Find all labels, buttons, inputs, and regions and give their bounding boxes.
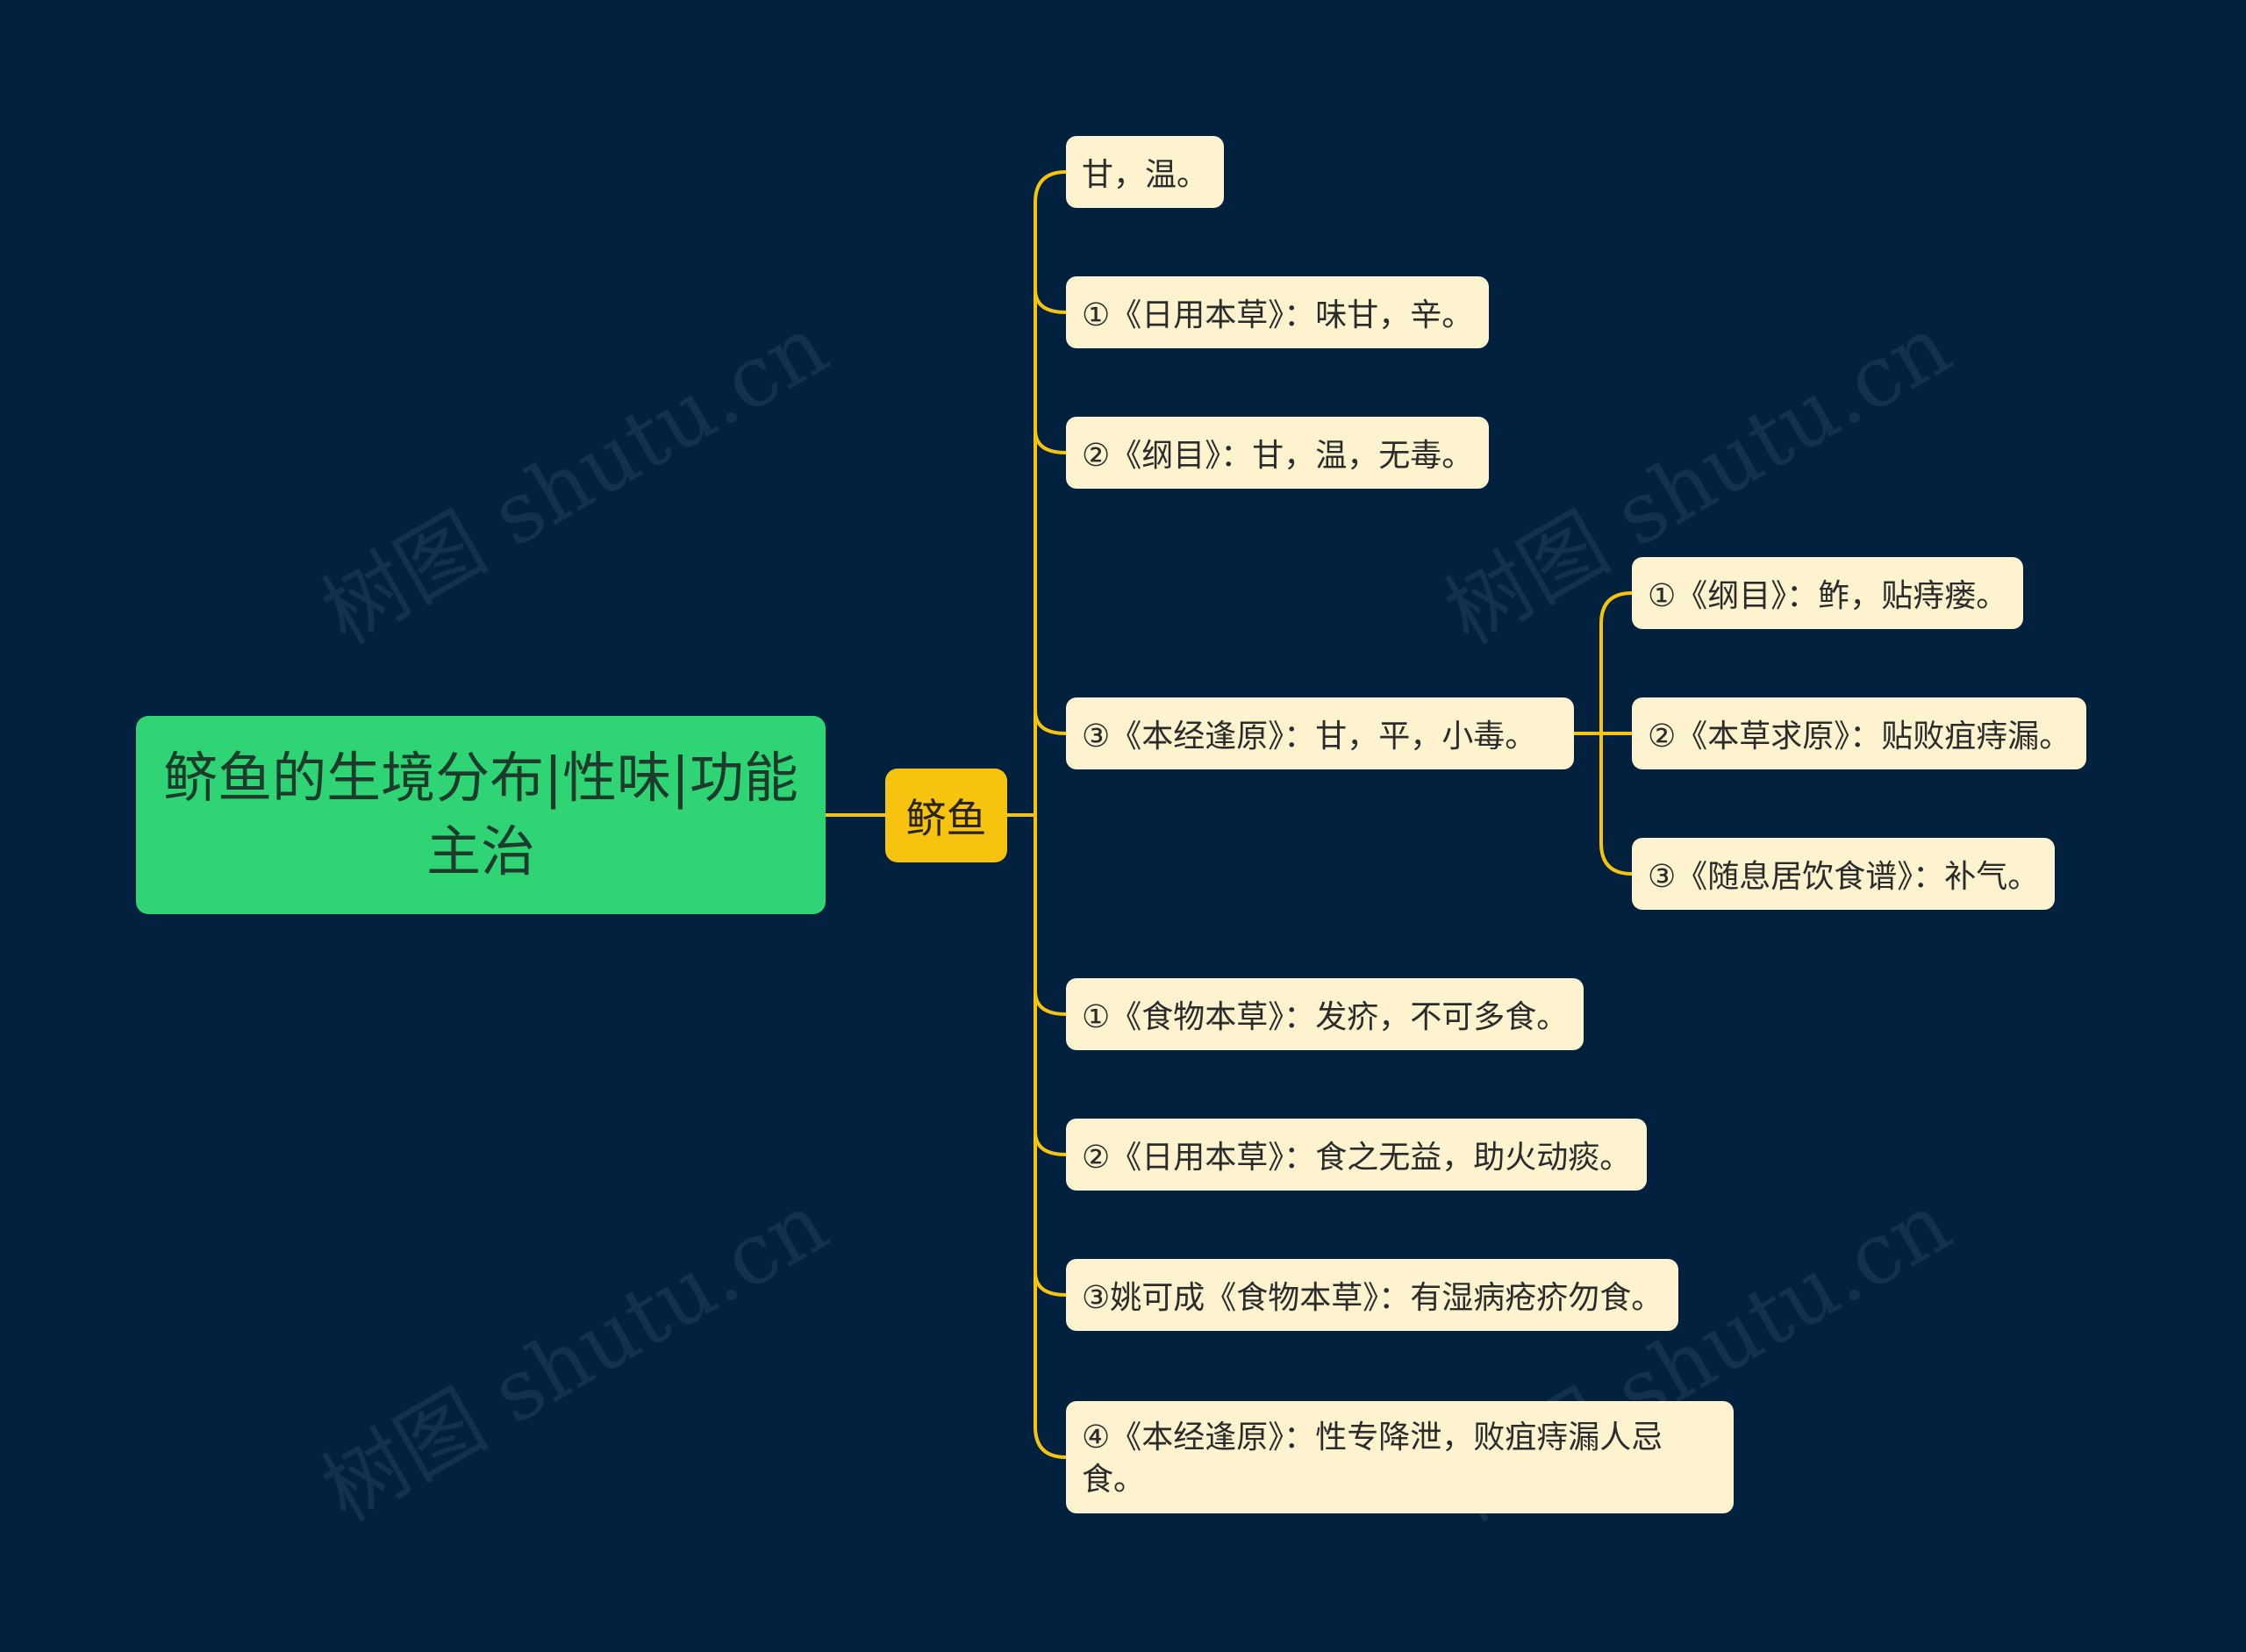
connector-leaf-7: [1034, 1271, 1067, 1297]
leaf-text: ②《日用本草》：食之无益，助火动痰。: [1082, 1140, 1632, 1176]
leaf-node[interactable]: ①《日用本草》：味甘，辛。: [1066, 276, 1490, 348]
leaf-node[interactable]: 甘，温。: [1066, 136, 1225, 208]
leaf-node[interactable]: ③姚可成《食物本草》：有湿病疮疥勿食。: [1066, 1259, 1679, 1331]
connector-leaf-5: [1034, 990, 1067, 1016]
root-title: 鲚鱼的生境分布|性味|功能主治: [163, 746, 798, 883]
connector-leaf-2: [1034, 289, 1067, 314]
subleaf-node[interactable]: ③《随息居饮食谱》：补气。: [1632, 838, 2056, 910]
leaf-text: ②《纲目》：甘，温，无毒。: [1082, 438, 1474, 474]
subleaf-text: ②《本草求原》：贴败疽痔漏。: [1648, 719, 2071, 754]
connector-leaf-6: [1034, 1131, 1067, 1156]
leaf-text: ④《本经逢原》：性专降泄，败疽痔漏人忌食。: [1082, 1420, 1663, 1498]
connector-leaf-3: [1034, 429, 1067, 454]
subleaf-node[interactable]: ②《本草求原》：贴败疽痔漏。: [1632, 697, 2087, 769]
leaf-text: ①《食物本草》：发疥，不可多食。: [1082, 999, 1569, 1035]
leaf-node[interactable]: ①《食物本草》：发疥，不可多食。: [1066, 978, 1584, 1050]
leaf-text: ③姚可成《食物本草》：有湿病疮疥勿食。: [1082, 1280, 1663, 1316]
leaf-node[interactable]: ③《本经逢原》：甘，平，小毒。: [1066, 697, 1574, 769]
leaf-text: ③《本经逢原》：甘，平，小毒。: [1082, 719, 1537, 754]
branch-label: 鲚鱼: [905, 794, 987, 842]
root-node[interactable]: 鲚鱼的生境分布|性味|功能主治: [136, 716, 826, 914]
leaf-node[interactable]: ②《纲目》：甘，温，无毒。: [1066, 417, 1490, 489]
subleaf-text: ③《随息居饮食谱》：补气。: [1648, 859, 2040, 895]
connector-leaf-4: [1034, 710, 1067, 735]
branch-node[interactable]: 鲚鱼: [885, 769, 1007, 862]
connector-trunk: [1034, 170, 1067, 1459]
leaf-text: 甘，温。: [1082, 157, 1209, 193]
leaf-node[interactable]: ②《日用本草》：食之无益，助火动痰。: [1066, 1119, 1648, 1191]
leaf-text: ①《日用本草》：味甘，辛。: [1082, 297, 1474, 333]
leaf-node[interactable]: ④《本经逢原》：性专降泄，败疽痔漏人忌食。: [1066, 1401, 1734, 1513]
subleaf-node[interactable]: ①《纲目》：鲊，贴痔瘘。: [1632, 557, 2024, 629]
subleaf-text: ①《纲目》：鲊，贴痔瘘。: [1648, 578, 2008, 614]
